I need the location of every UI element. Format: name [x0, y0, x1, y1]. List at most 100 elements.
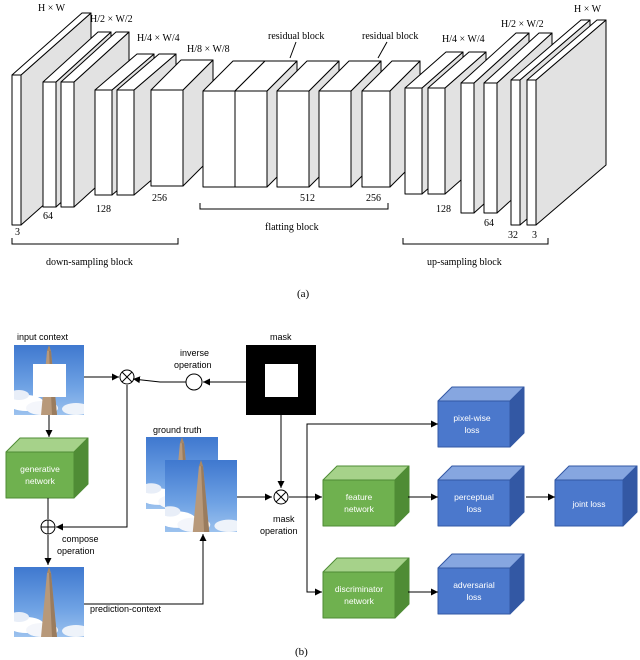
discriminator-network-label-2: network	[344, 596, 375, 606]
channel-label-256-mid: 256	[366, 193, 381, 204]
multiply-operator-mask	[273, 489, 289, 505]
block-brackets	[11, 41, 549, 245]
inverse-operation-label-1: inverse	[180, 348, 209, 358]
residual-block-label-2: residual block	[362, 31, 418, 42]
compose-operation-label-2: operation	[57, 546, 95, 556]
down-sampling-block-label: down-sampling block	[46, 257, 133, 268]
channel-label-3-right: 3	[532, 230, 537, 241]
flatting-block-label: flatting block	[265, 222, 319, 233]
encoder-decoder-architecture	[11, 12, 607, 226]
perceptual-loss-box-top	[437, 465, 525, 481]
dim-label-quarter-left: H/4 × W/4	[137, 33, 180, 44]
arrow-multiply-to-compose	[56, 385, 128, 531]
channel-label-64-right: 64	[484, 218, 494, 229]
pixel-loss-box-front	[437, 400, 511, 448]
caption-a: (a)	[297, 288, 310, 300]
residual-pointer-2	[377, 41, 388, 59]
adversarial-loss-label-1: adversarial	[453, 580, 495, 590]
dim-label-half-right: H/2 × W/2	[501, 19, 544, 30]
dim-label-quarter-right: H/4 × W/4	[442, 34, 485, 45]
down-sampling-bracket	[11, 238, 179, 245]
perceptual-loss-label-2: loss	[466, 504, 481, 514]
feature-network-label-1: feature	[346, 492, 373, 502]
perceptual-loss-label-1: perceptual	[454, 492, 494, 502]
pixel-loss-box-top	[437, 386, 525, 402]
compose-operation-label-1: compose	[62, 534, 99, 544]
generative-network-box-front	[5, 451, 75, 499]
adversarial-loss-box-top	[437, 553, 525, 569]
layer-128ch-up-a-front	[404, 87, 423, 195]
arrow-to-discriminator	[306, 497, 322, 596]
layer-64ch-up-a-front	[460, 82, 475, 214]
arrow-prediction-to-groundtruth	[84, 534, 207, 605]
prediction-context-label: prediction-context	[90, 604, 162, 614]
feature-network-box-front	[322, 479, 396, 527]
adversarial-loss-box	[437, 553, 525, 615]
dim-label-half-left: H/2 × W/2	[90, 14, 133, 25]
discriminator-network-box-top	[322, 557, 410, 573]
caption-b: (b)	[295, 646, 308, 658]
layer-3ch-output	[526, 19, 607, 226]
operators	[40, 369, 289, 535]
layer-64ch-a-front	[42, 81, 57, 208]
channel-label-64-left: 64	[43, 211, 53, 222]
flatting-bracket	[199, 203, 389, 210]
perceptual-loss-box-front	[437, 479, 511, 527]
inverse-operation-label-2: operation	[174, 360, 212, 370]
feature-network-box-top	[322, 465, 410, 481]
compose-operator	[40, 519, 56, 535]
layer-128ch-b-front	[116, 89, 135, 196]
generative-network-box	[5, 437, 89, 499]
joint-loss-box-front	[554, 479, 624, 527]
generative-network-label-1: generative	[20, 464, 60, 474]
residual-block-label-1: residual block	[268, 31, 324, 42]
mask-hole	[265, 364, 298, 397]
layer-256ch-front	[150, 89, 184, 187]
missing-region	[33, 364, 66, 397]
discriminator-network-label-1: discriminator	[335, 584, 383, 594]
input-context-label: input context	[17, 332, 69, 342]
feature-network-box	[322, 465, 410, 527]
input-context-image	[14, 345, 84, 415]
channel-label-128-right: 128	[436, 204, 451, 215]
layer-32ch-up-a-front	[510, 79, 521, 226]
connectors	[44, 373, 555, 605]
ground-truth-label: ground truth	[153, 425, 202, 435]
joint-loss-box	[554, 465, 638, 527]
multiply-operator-top	[119, 369, 135, 385]
layer-128ch-a-front	[94, 89, 113, 196]
discriminator-network-box	[322, 557, 410, 619]
joint-loss-label: joint loss	[571, 499, 605, 509]
up-sampling-bracket	[402, 238, 549, 245]
pixel-loss-box	[437, 386, 525, 448]
channel-label-3-left: 3	[15, 227, 20, 238]
residual-layer-1-front	[202, 90, 236, 188]
channel-label-256-left: 256	[152, 193, 167, 204]
dim-label-full-left: H × W	[38, 3, 66, 14]
pixel-loss-label-2: loss	[464, 425, 479, 435]
discriminator-network-box-front	[322, 571, 396, 619]
layer-64ch-b-front	[60, 81, 75, 208]
dim-label-eighth: H/8 × W/8	[187, 44, 230, 55]
arrow-inverse-to-multiply	[132, 376, 186, 384]
perceptual-loss-box	[437, 465, 525, 527]
up-sampling-block-label: up-sampling block	[427, 257, 502, 268]
channel-label-32-right: 32	[508, 230, 518, 241]
layer-3ch-input-front	[11, 74, 22, 226]
generative-network-label-2: network	[25, 476, 56, 486]
layer-3ch-output-front	[526, 79, 537, 226]
adversarial-loss-label-2: loss	[466, 592, 481, 602]
dim-label-full-right: H × W	[574, 4, 602, 15]
feature-network-label-2: network	[344, 504, 375, 514]
mask-operation-label-2: operation	[260, 526, 298, 536]
channel-label-128-left: 128	[96, 204, 111, 215]
pixel-loss-label-1: pixel-wise	[453, 413, 491, 423]
residual-layer-3-front	[276, 90, 310, 188]
arrow-to-pixel-loss	[306, 420, 438, 497]
mask-label: mask	[270, 332, 292, 342]
mask-image	[246, 345, 316, 415]
residual-pointer-1	[289, 41, 297, 59]
channel-label-512: 512	[300, 193, 315, 204]
adversarial-loss-box-front	[437, 567, 511, 615]
